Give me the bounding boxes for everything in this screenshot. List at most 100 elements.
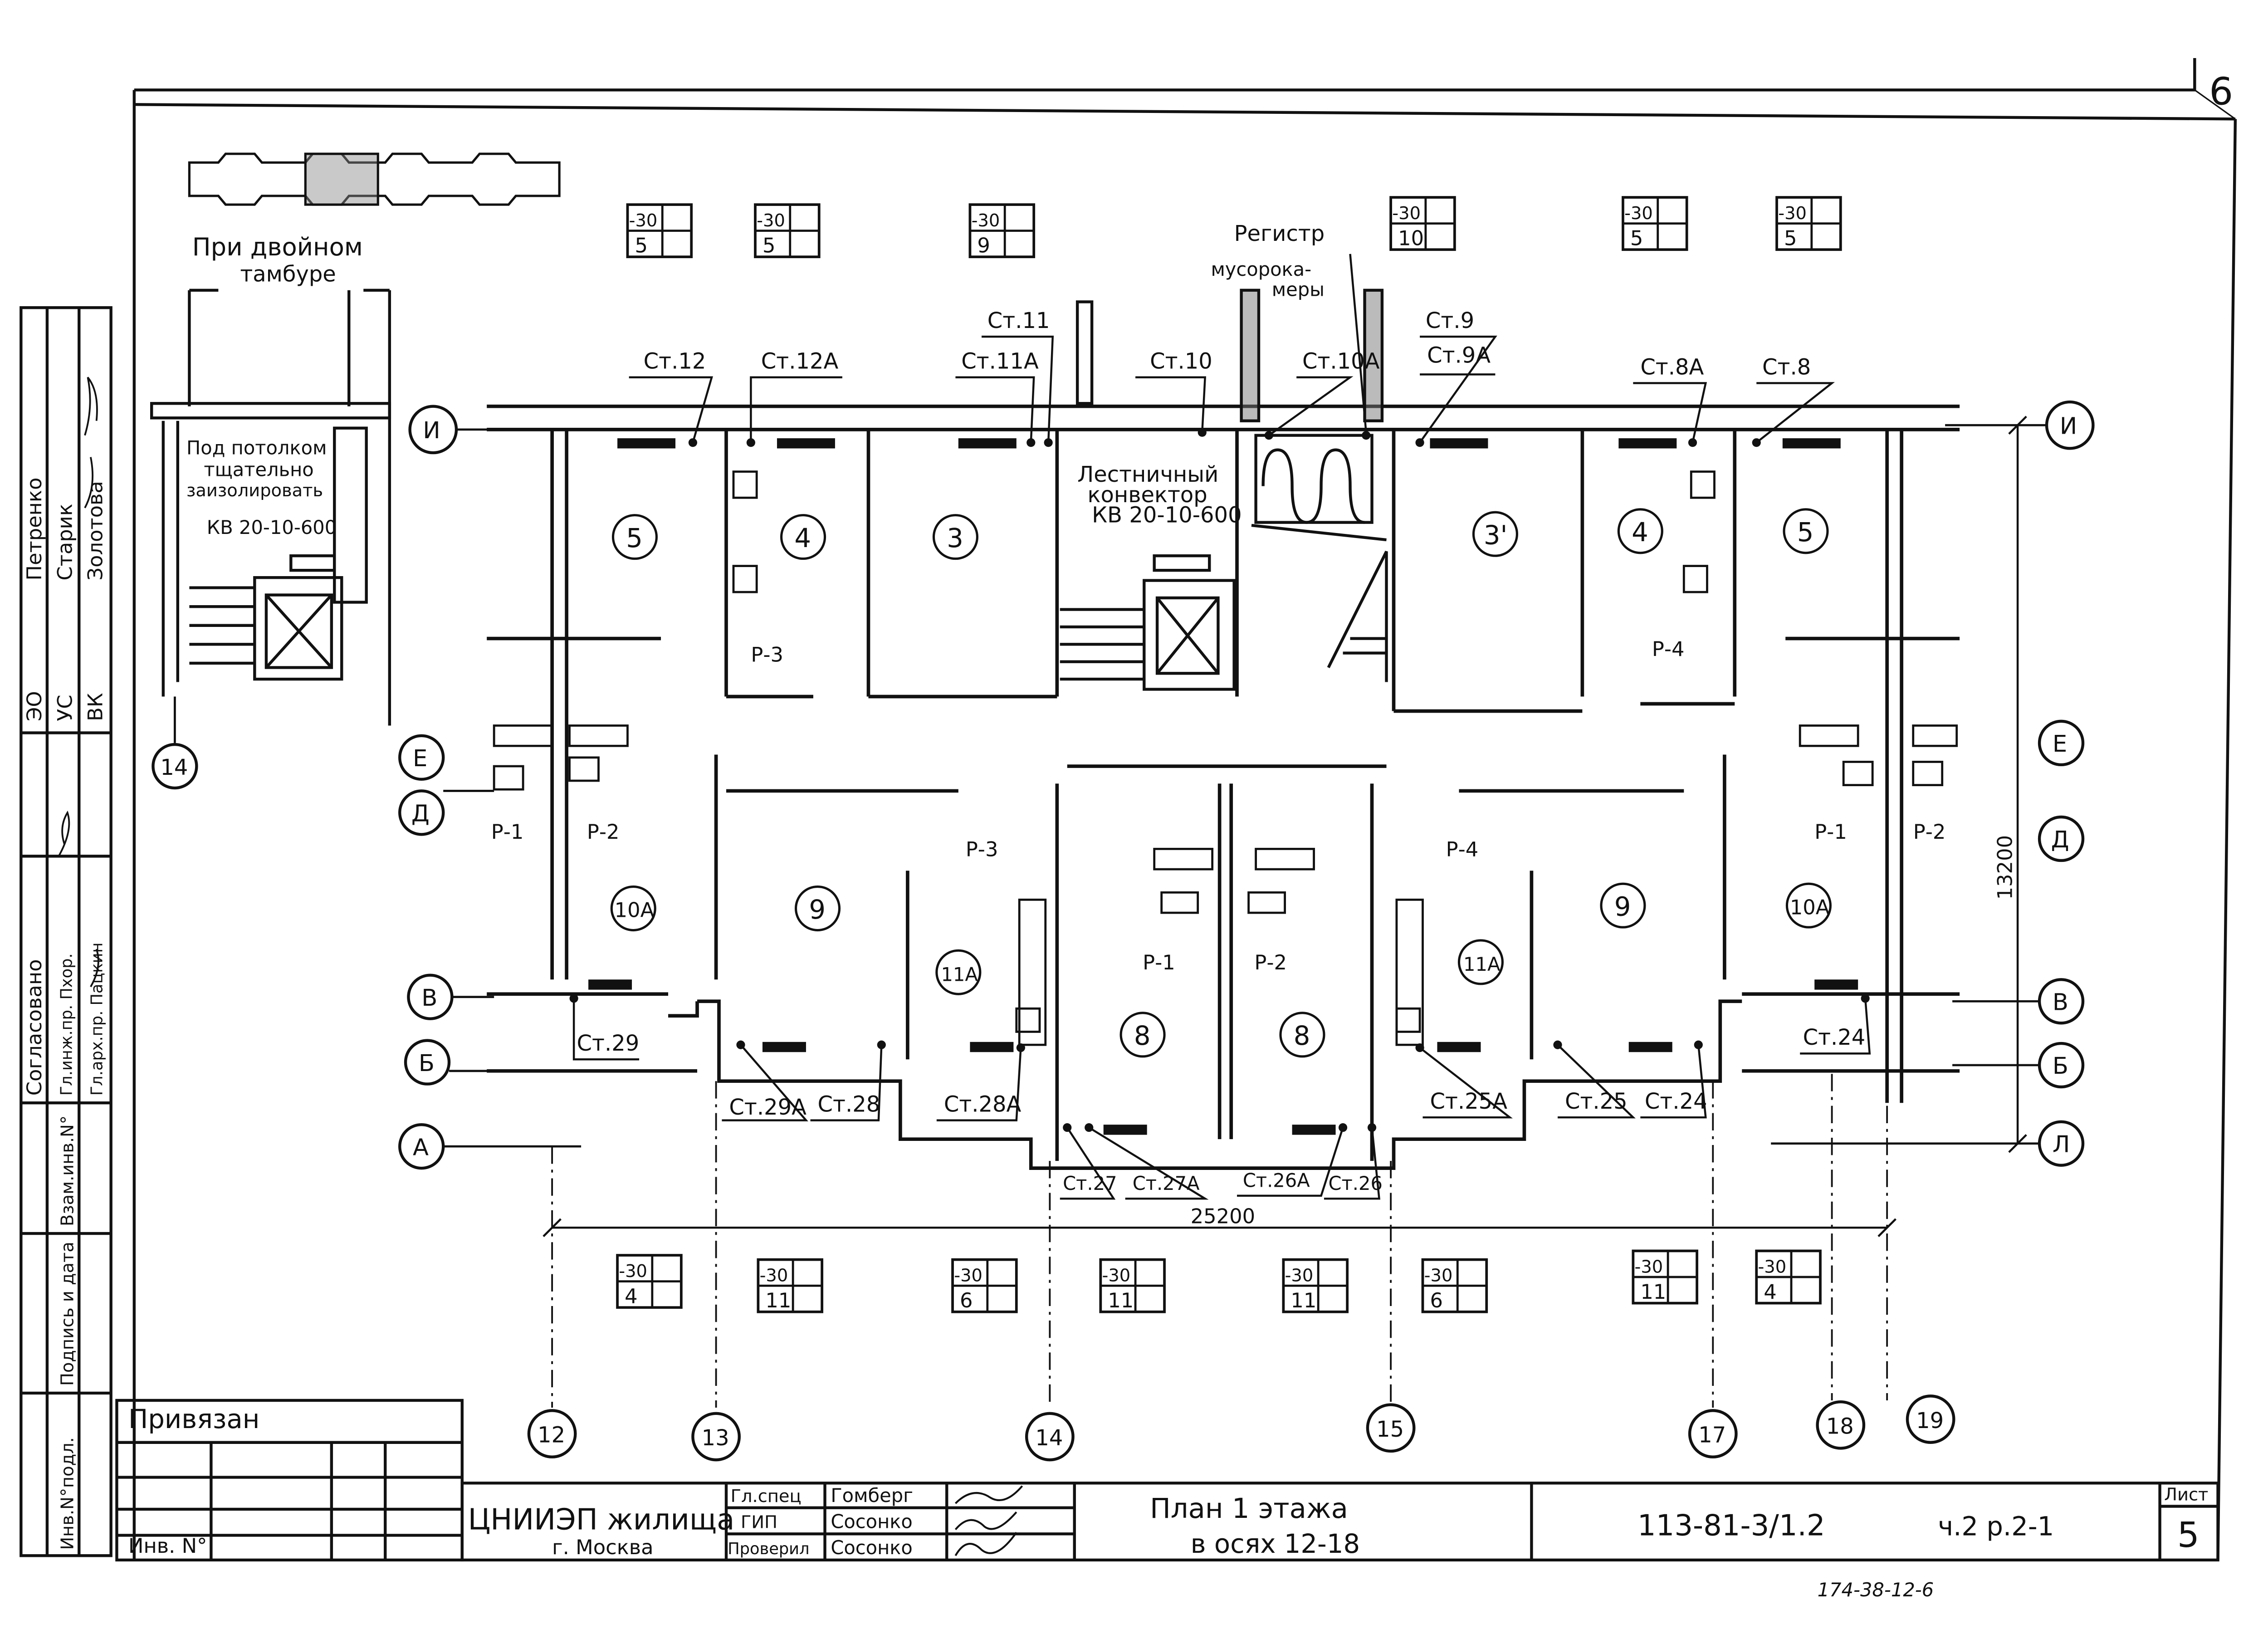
- svg-text:И: И: [423, 417, 440, 444]
- svg-text:3: 3: [947, 523, 963, 553]
- page-corner-number: 6: [2209, 69, 2233, 113]
- svg-text:8: 8: [1134, 1021, 1151, 1051]
- pipe-labels: Р-3 Р-4 Р-1 Р-2 Р-3 Р-4 Р-1 Р-2 Р-1 Р-2: [491, 637, 1946, 974]
- tb-role-1: Гл.спец: [731, 1486, 802, 1507]
- tb-role-2: ГИП: [741, 1512, 777, 1532]
- temp-room-count: 11: [1108, 1288, 1134, 1312]
- svg-text:9: 9: [1614, 892, 1631, 922]
- axis-Е-right: Е: [2038, 719, 2085, 767]
- title-block-texts: Привязан Инв. N° ЦНИИЭП жилища г. Москва…: [128, 1404, 2208, 1601]
- room-11a-right: 11А: [1457, 939, 1504, 985]
- axis-Л-right: Л: [1771, 1120, 2085, 1167]
- strip-us: УС: [53, 695, 77, 721]
- dimension-total: 25200: [1191, 1204, 1255, 1228]
- title-block-signatures: [954, 1485, 1023, 1556]
- temp-value: -30: [972, 210, 1000, 231]
- riser-st10a: Ст.10А: [1302, 349, 1380, 374]
- room-10a-left: 10А: [610, 885, 656, 932]
- temp-value: -30: [1392, 203, 1421, 224]
- svg-text:5: 5: [626, 523, 643, 553]
- sheet-title-1: План 1 этажа: [1150, 1493, 1348, 1525]
- svg-text:17: 17: [1698, 1423, 1726, 1448]
- axis-Б-left: Б: [404, 1039, 494, 1086]
- plan-walls: [487, 404, 1960, 1170]
- axis-14: 14: [1025, 1412, 1075, 1462]
- svg-text:15: 15: [1376, 1417, 1404, 1442]
- temp-room-count: 10: [1398, 226, 1424, 250]
- axis-18: 18: [1816, 1400, 1866, 1450]
- axis-И-left: И: [408, 405, 502, 455]
- riser-st26: Ст.26: [1329, 1172, 1383, 1194]
- tb-name-1: Гомберг: [831, 1484, 913, 1507]
- axis-Е-left: Е: [398, 734, 445, 781]
- stair-core: [1060, 289, 1388, 691]
- svg-text:Е: Е: [413, 745, 427, 772]
- top-temp-tag: -305: [754, 203, 821, 259]
- riser-st8: Ст.8: [1762, 354, 1811, 380]
- svg-text:13: 13: [702, 1425, 729, 1451]
- tb-role-3: Проверил: [728, 1540, 809, 1558]
- tb-privyazan: Привязан: [128, 1404, 259, 1434]
- axis-13: 13: [691, 1412, 741, 1462]
- pipe-p3-mid: Р-3: [966, 837, 998, 861]
- axis-label: 14: [160, 755, 188, 780]
- temp-room-count: 6: [960, 1288, 973, 1312]
- strip-gl-inzh: Гл.инж.пр. Пхор.: [57, 953, 76, 1096]
- temp-value: -30: [760, 1266, 788, 1286]
- temp-value: -30: [1102, 1266, 1131, 1286]
- riser-st28a: Ст.28А: [944, 1091, 1022, 1117]
- left-strip-texts: ЭО УС ВК Петренко Старик Золотова Соглас…: [22, 478, 107, 1550]
- temp-room-count: 4: [625, 1284, 637, 1308]
- sheet-frame: [132, 58, 2237, 1560]
- axis-bubbles-letters: И И Е Е Д Д В В Б Б А Л: [398, 400, 2095, 1170]
- temp-value: -30: [1778, 203, 1807, 224]
- svg-text:5: 5: [1797, 517, 1814, 548]
- vestibule-detail: [150, 289, 391, 726]
- room-5-left: 5: [611, 514, 658, 560]
- temp-value: -30: [1635, 1257, 1663, 1277]
- temp-value: -30: [619, 1261, 647, 1282]
- room-3-prime: 3': [1472, 511, 1518, 557]
- temp-value: -30: [629, 210, 658, 231]
- key-plan: [188, 152, 561, 206]
- pipe-p2-left: Р-2: [587, 820, 620, 844]
- axis-bubble-14-left: 14: [152, 696, 198, 790]
- riser-st11: Ст.11: [987, 308, 1050, 333]
- svg-text:14: 14: [1035, 1425, 1063, 1451]
- sheet-doc-code: 113-81-3/1.2: [1637, 1509, 1825, 1542]
- axis-Б-right: Б: [1952, 1042, 2085, 1089]
- riser-st25: Ст.25: [1565, 1089, 1628, 1114]
- room-9-right: 9: [1600, 882, 1646, 929]
- tb-inv-n: Инв. N°: [128, 1534, 207, 1558]
- riser-st10: Ст.10: [1150, 349, 1212, 374]
- sheet-list-label: Лист: [2164, 1485, 2208, 1505]
- temp-room-count: 11: [1640, 1280, 1666, 1304]
- svg-text:10А: 10А: [615, 898, 655, 922]
- axis-В-left: В: [407, 974, 494, 1020]
- strip-podpis: Подпись и дата: [57, 1242, 78, 1386]
- svg-text:4: 4: [794, 523, 811, 553]
- svg-text:19: 19: [1916, 1408, 1944, 1433]
- sheet-doc-part: ч.2 р.2-1: [1938, 1511, 2054, 1541]
- axis-И-right: И: [1945, 400, 2095, 450]
- note-stair-2: конвектор: [1088, 482, 1207, 508]
- temp-value: -30: [1758, 1257, 1786, 1277]
- svg-text:18: 18: [1826, 1414, 1854, 1439]
- temp-value: -30: [1424, 1266, 1453, 1286]
- sheet-list-number: 5: [2177, 1515, 2200, 1556]
- note-ceiling-2: тщательно: [204, 458, 313, 480]
- temp-room-count: 11: [1290, 1288, 1316, 1312]
- left-approval-strip: [20, 306, 112, 1557]
- riser-st12a: Ст.12А: [761, 349, 839, 374]
- svg-text:Б: Б: [2053, 1052, 2068, 1080]
- axis-bubbles-numbers: 12 13 14 15 17 18 19: [527, 1394, 1955, 1462]
- strip-gl-arkh: Гл.арх.пр. Пацкин: [88, 942, 106, 1096]
- pipe-p4-mid: Р-4: [1446, 837, 1479, 861]
- pipe-p4-top: Р-4: [1652, 637, 1685, 661]
- sheet-bottom-scribble: 174-38-12-6: [1818, 1579, 1934, 1601]
- note-ceiling-3: заизолировать: [186, 480, 323, 501]
